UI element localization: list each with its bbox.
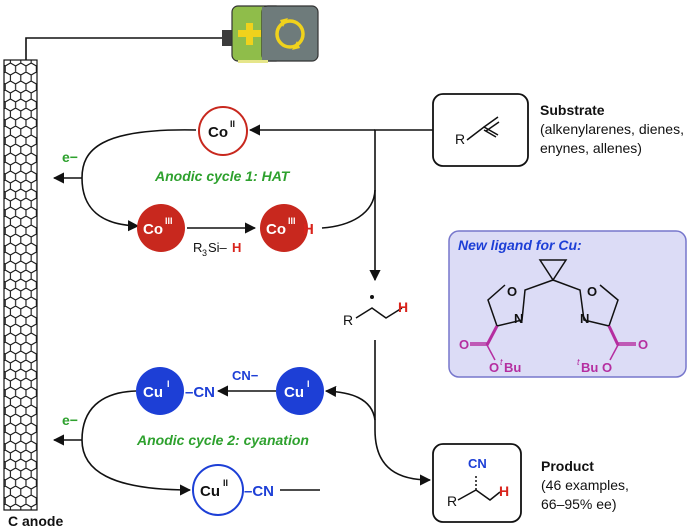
svg-text:O: O (489, 360, 499, 375)
svg-text:O: O (602, 360, 612, 375)
anode-label: C anode (8, 513, 63, 529)
arrow-to-product (374, 340, 432, 486)
cu-i-complex: Cu I (276, 367, 324, 415)
svg-text:H: H (232, 240, 241, 255)
svg-text:R: R (193, 240, 202, 255)
svg-text:Co: Co (208, 124, 228, 141)
cu-i-cn-complex: Cu I –CN (136, 367, 215, 415)
substrate-line-1: (alkenylarenes, dienes, (540, 121, 684, 137)
co-iii-hydride: Co III H (260, 204, 314, 252)
cu-ii-cn-complex: Cu II –CN (192, 464, 274, 516)
svg-text:Cu: Cu (200, 483, 220, 500)
svg-text:O: O (587, 284, 597, 299)
svg-text:N: N (514, 311, 523, 326)
arrow-cuicn-to-cuiicn (81, 390, 192, 496)
cycle1-title: Anodic cycle 1: HAT (154, 168, 291, 184)
substrate-title: Substrate (540, 102, 605, 118)
svg-text:O: O (507, 284, 517, 299)
substrate-line-2: enynes, allenes) (540, 140, 642, 156)
svg-text:III: III (165, 216, 173, 226)
svg-text:Cu: Cu (143, 384, 163, 401)
svg-text:R: R (343, 312, 353, 328)
product-box: CN R H (432, 443, 522, 523)
svg-text:N: N (580, 311, 589, 326)
product-line-2: 66–95% ee) (541, 496, 617, 512)
ligand-title: New ligand for Cu: (458, 237, 582, 253)
svg-text:H: H (398, 299, 408, 315)
electron-label-2: e− (62, 412, 78, 428)
svg-text:–CN: –CN (185, 384, 215, 401)
svg-text:I: I (307, 379, 310, 389)
co-iii-complex: Co III (137, 204, 185, 252)
svg-text:3: 3 (202, 248, 207, 258)
svg-text:Co: Co (266, 221, 286, 238)
electron-label-1: e− (62, 149, 78, 165)
svg-text:R: R (455, 131, 465, 147)
arrow-hydride-transfer (321, 189, 376, 229)
svg-text:Si–: Si– (208, 240, 228, 255)
svg-text:Co: Co (143, 221, 163, 238)
ligand-box: New ligand for Cu: O N O N O O t Bu O t … (448, 230, 687, 378)
svg-text:CN: CN (468, 456, 487, 471)
svg-text:II: II (223, 478, 228, 488)
svg-text:Bu: Bu (581, 360, 598, 375)
svg-text:II: II (230, 119, 235, 129)
product-line-1: (46 examples, (541, 477, 629, 493)
co-ii-complex: Co II (198, 106, 248, 156)
svg-text:Cu: Cu (284, 384, 304, 401)
svg-text:t: t (500, 357, 503, 367)
substrate-box: R (432, 93, 529, 167)
cycle2-title: Anodic cycle 2: cyanation (136, 432, 309, 448)
cyanide-label: CN− (232, 368, 259, 383)
carbon-anode (3, 59, 38, 511)
svg-text:O: O (638, 337, 648, 352)
arrow-coii-to-coiii (81, 129, 197, 232)
svg-text:H: H (499, 483, 509, 499)
alkyl-radical: R H (343, 295, 408, 328)
product-title: Product (541, 458, 594, 474)
svg-text:Bu: Bu (504, 360, 521, 375)
svg-text:I: I (167, 379, 170, 389)
svg-text:III: III (288, 216, 296, 226)
svg-text:t: t (577, 357, 580, 367)
arrow-to-cui (324, 385, 376, 421)
wire (25, 37, 230, 60)
svg-text:R: R (447, 493, 457, 509)
silane-reagent: R 3 Si– H (193, 240, 241, 258)
svg-text:H: H (303, 221, 314, 238)
svg-text:O: O (459, 337, 469, 352)
svg-text:–CN: –CN (244, 483, 274, 500)
battery-icon (222, 5, 319, 63)
arrow-to-radical (369, 129, 433, 282)
